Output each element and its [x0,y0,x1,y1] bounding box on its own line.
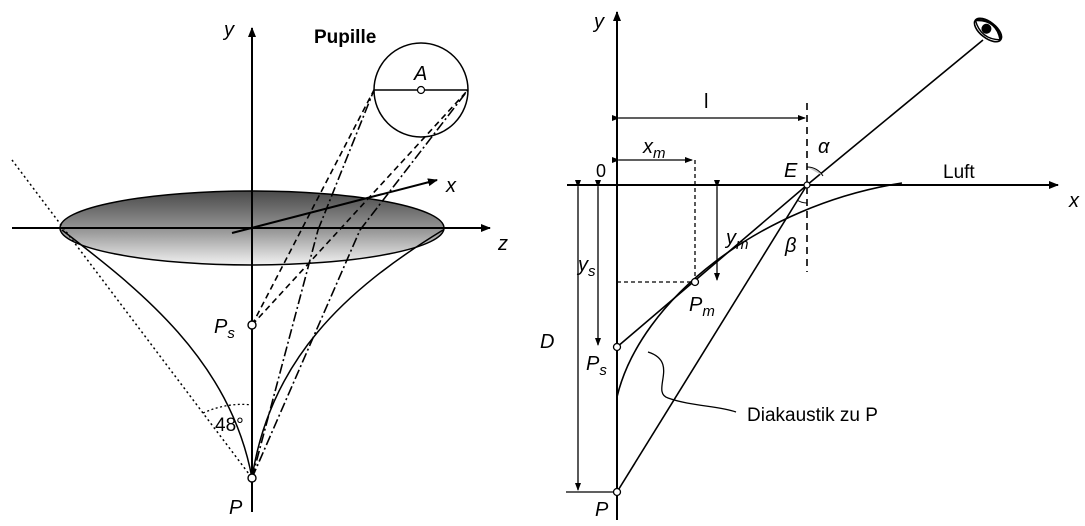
left-ps-label: Ps [214,316,235,342]
ray-ps-dashed-1 [251,89,375,326]
diakaustik-leader [647,351,737,413]
right-x-axis-label: x [1068,190,1080,212]
funnel-curve-right [251,229,444,479]
funnel-curve-left [61,229,253,479]
x-axis-oblique [231,178,438,234]
left-y-axis-label: y [222,19,235,41]
angle-48-label: 48° [215,415,244,436]
ray-ps-to-e [616,184,808,348]
pupil-point-label: A [413,63,427,85]
right-diagram: y x 0 l xm ym ys Pm Ps P D E α β Luft Di… [540,11,1080,521]
point-ps-left [247,320,257,330]
ray-p-to-e [616,184,808,493]
ray-p-dashdot-4 [359,89,469,231]
alpha-arc [806,166,824,177]
luft-label: Luft [943,162,975,183]
point-pm [690,277,700,287]
point-p-left [247,473,257,483]
p-right-label: P [595,499,609,521]
eye-icon [973,17,1003,43]
right-y-axis-label: y [592,11,605,33]
ym-label: ym [724,227,749,253]
point-p-right [612,487,622,497]
diakaustik-curve [616,182,903,398]
beta-arc [796,199,808,204]
alpha-label: α [818,136,830,158]
ray-p-dashdot-2 [317,89,375,231]
ys-label: ys [576,254,596,280]
ray-p-dashdot-1 [251,229,319,479]
pupil-title: Pupille [314,27,376,48]
ray-p-dashdot-3 [251,229,361,479]
ray-ps-dashed-2 [251,89,469,326]
d-label: D [540,331,554,353]
xm-label: xm [642,136,666,162]
pm-label: Pm [689,294,715,320]
e-label: E [784,160,798,182]
angle-arc [202,403,253,414]
left-z-axis-label: z [497,233,508,255]
angle-ray-dotted [11,159,253,479]
l-label: l [704,91,708,113]
point-e [803,181,811,189]
pupil-center-point [416,85,426,95]
point-ps-right [612,342,622,352]
left-diagram: y x z Pupille A Ps P 48° [11,19,508,519]
origin-label: 0 [596,161,606,181]
left-p-label: P [229,497,243,519]
ray-e-to-eye [806,39,984,186]
ps-right-label: Ps [586,353,607,379]
diakaustik-label: Diakaustik zu P [747,405,878,426]
left-x-axis-label: x [445,175,457,197]
beta-label: β [784,235,796,257]
